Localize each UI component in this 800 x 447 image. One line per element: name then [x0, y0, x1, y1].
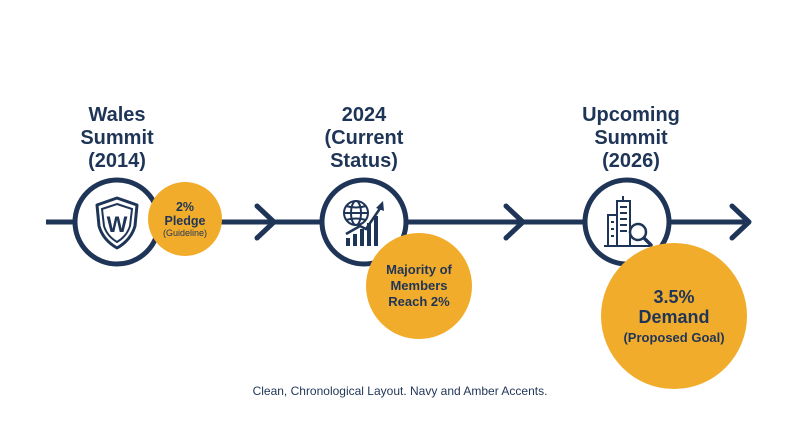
title-line: (Current: [324, 127, 404, 149]
milestone-title-2024: 2024 (Current Status): [264, 104, 464, 173]
footer-caption: Clean, Chronological Layout. Navy and Am…: [252, 384, 548, 398]
timeline-arrow-1: [254, 203, 277, 241]
title-line: Summit: [80, 127, 154, 149]
timeline-node-wales: W: [72, 177, 162, 267]
globe-growth-chart-icon: [343, 200, 384, 246]
shield-w-icon: W: [95, 196, 139, 250]
building-magnifier-icon: [604, 196, 653, 247]
bubble-line: Reach 2%: [388, 294, 450, 309]
title-line: Wales: [88, 104, 146, 126]
svg-text:W: W: [107, 212, 128, 237]
bubble-line: Demand: [638, 306, 710, 327]
demand-bubble: 3.5% Demand (Proposed Goal): [601, 243, 747, 389]
bubble-line: Members: [390, 278, 448, 293]
milestone-title-2026: Upcoming Summit (2026): [531, 104, 731, 173]
timeline-arrow-end: [729, 203, 752, 241]
bubble-line: 3.5%: [653, 286, 695, 307]
bubble-subtext: (Guideline): [162, 227, 208, 238]
title-line: (2026): [602, 150, 660, 172]
pledge-bubble: 2% Pledge (Guideline): [148, 182, 222, 256]
title-line: Upcoming: [582, 104, 680, 126]
bubble-line: Pledge: [164, 213, 206, 228]
milestone-title-wales: Wales Summit (2014): [17, 104, 217, 173]
bubble-line: 2%: [175, 199, 195, 214]
timeline-arrow-2: [503, 203, 526, 241]
timeline-node-2024: [319, 177, 409, 267]
title-line: Status): [330, 150, 398, 172]
current-status-bubble: Majority of Members Reach 2%: [366, 233, 472, 339]
title-line: Summit: [594, 127, 668, 149]
bubble-subtext: (Proposed Goal): [623, 329, 725, 345]
bubble-line: Majority of: [386, 262, 452, 277]
title-line: (2014): [88, 150, 146, 172]
title-line: 2024: [341, 104, 387, 126]
